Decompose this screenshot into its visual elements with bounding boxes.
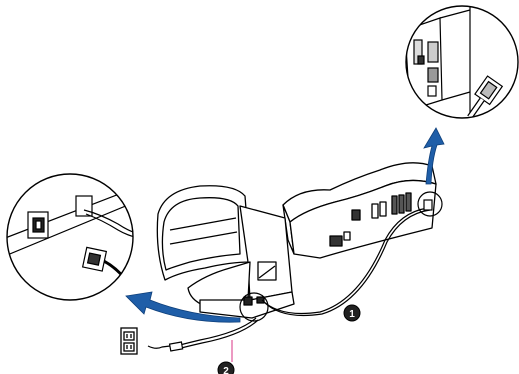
cables [147, 199, 433, 352]
computer-case [282, 162, 437, 259]
callout-1-label: 1 [349, 309, 355, 320]
callout-2: 2 [217, 361, 235, 374]
monitor [156, 185, 295, 319]
callout-1: 1 [343, 304, 361, 322]
arrow-to-top-detail [423, 127, 445, 185]
monitor-rear-highlight [239, 292, 269, 322]
video-connector-detail [405, 5, 519, 119]
wall-outlet [120, 327, 138, 355]
computer-rear-highlight [417, 191, 443, 217]
arrow-to-left-detail [125, 291, 241, 323]
power-socket-detail [6, 173, 134, 301]
callout-2-label: 2 [223, 366, 229, 374]
